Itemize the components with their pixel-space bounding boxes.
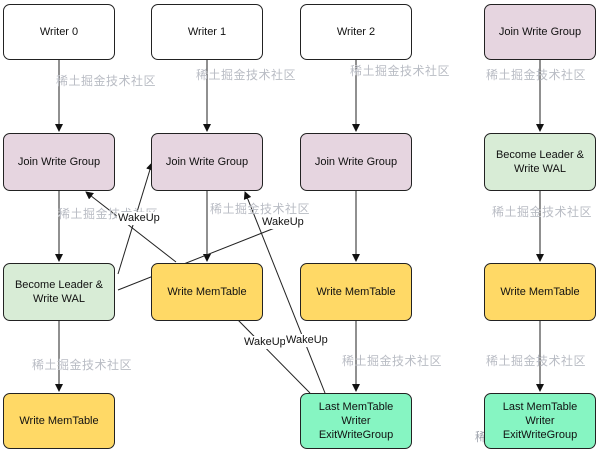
- write-memtable-2-node: Write MemTable: [300, 263, 412, 321]
- become-leader-right-node: Become Leader & Write WAL: [484, 133, 596, 191]
- wakeup-label: WakeUp: [117, 212, 161, 225]
- watermark-text: 稀土掘金技术社区: [486, 354, 587, 368]
- writer-0-node: Writer 0: [3, 4, 115, 60]
- watermark-text: 稀土掘金技术社区: [210, 202, 311, 216]
- exit-write-group-right-node: Last MemTable Writer ExitWriteGroup: [484, 393, 596, 449]
- watermark-text: 稀土掘金技术社区: [486, 68, 587, 82]
- write-memtable-1-node: Write MemTable: [151, 263, 263, 321]
- join-write-group-1-node: Join Write Group: [151, 133, 263, 191]
- join-write-group-2-node: Join Write Group: [300, 133, 412, 191]
- write-memtable-right-node: Write MemTable: [484, 263, 596, 321]
- watermark-text: 稀土掘金技术社区: [492, 205, 593, 219]
- wakeup-mt1-to-jg0: [85, 191, 177, 263]
- wakeup-leader0-to-jg2: [117, 216, 301, 291]
- join-write-group-right-node: Join Write Group: [484, 4, 596, 60]
- exit-write-group-2-node: Last MemTable Writer ExitWriteGroup: [300, 393, 412, 449]
- writer-1-node: Writer 1: [151, 4, 263, 60]
- watermark-text: 稀土掘金技术社区: [32, 358, 133, 372]
- watermark-text: 稀土掘金技术社区: [196, 68, 297, 82]
- watermark-text: 稀土掘金技术社区: [342, 354, 443, 368]
- join-write-group-0-node: Join Write Group: [3, 133, 115, 191]
- become-leader-0-node: Become Leader & Write WAL: [3, 263, 115, 321]
- watermark-text: 稀土掘金技术社区: [56, 74, 157, 88]
- watermark-text: 稀土掘金技术社区: [350, 64, 451, 78]
- wakeup-label: WakeUp: [285, 334, 329, 347]
- writer-2-node: Writer 2: [300, 4, 412, 60]
- wakeup-mt1-exit2-link: [237, 319, 311, 394]
- wakeup-exit2-to-jg1: [243, 191, 326, 394]
- wakeup-label: WakeUp: [243, 336, 287, 349]
- wakeup-label: WakeUp: [261, 216, 305, 229]
- write-memtable-0-node: Write MemTable: [3, 393, 115, 449]
